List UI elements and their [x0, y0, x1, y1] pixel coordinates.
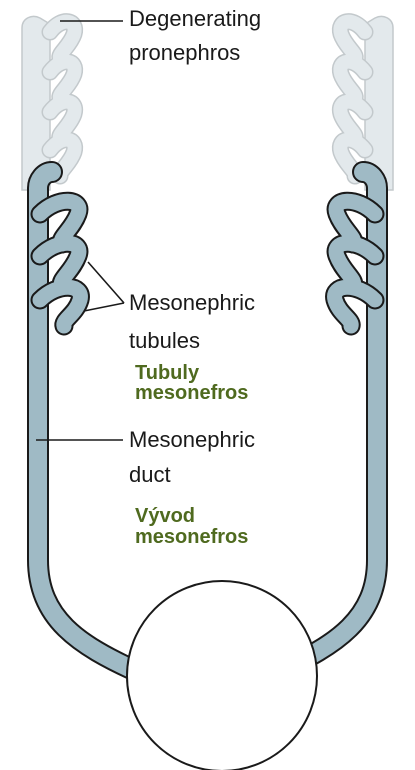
label-duct-cz-line2: mesonefros	[135, 528, 248, 547]
label-duct-cz-line1: Vývod	[135, 507, 195, 526]
label-tubules-cz-line2: mesonefros	[135, 384, 248, 403]
cloaca-circle	[127, 581, 317, 770]
leader-tubules-lower	[84, 303, 124, 311]
label-tubules-line2: tubules	[129, 328, 200, 354]
label-pronephros-line1: Degenerating	[129, 6, 261, 32]
leader-tubules-upper	[88, 262, 124, 303]
label-tubules-line1: Mesonephric	[129, 290, 255, 316]
left-pronephric-tubules	[50, 22, 75, 176]
right-pronephric-tubules	[340, 22, 365, 176]
label-duct-line1: Mesonephric	[129, 427, 255, 453]
label-duct-line2: duct	[129, 462, 171, 488]
label-pronephros-line2: pronephros	[129, 40, 240, 66]
label-tubules-cz-line1: Tubuly	[135, 364, 199, 383]
